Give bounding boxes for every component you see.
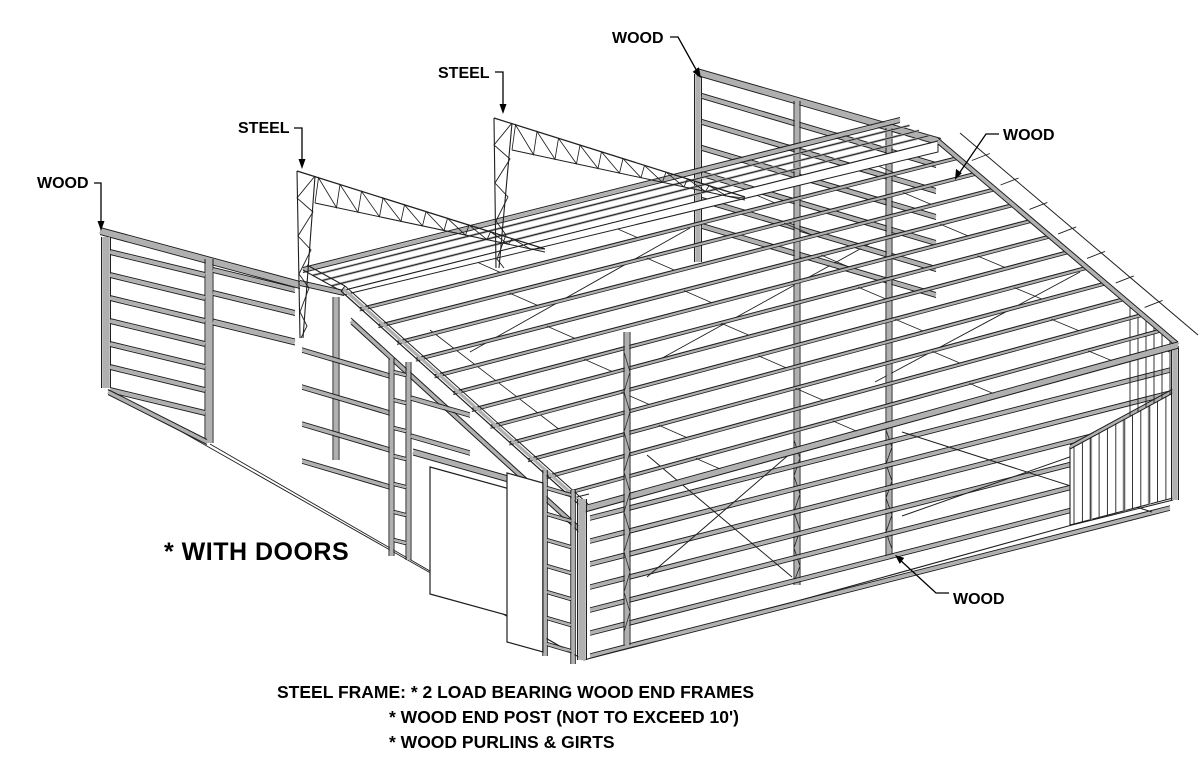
label-wood-girts: WOOD bbox=[953, 591, 1005, 608]
arrow-wood-left bbox=[97, 221, 105, 231]
leader-wood-left bbox=[94, 182, 102, 223]
roof-purlins bbox=[340, 140, 1179, 513]
label-steel-left: STEEL bbox=[238, 120, 290, 137]
left-end-wall bbox=[99, 227, 345, 445]
leader-steel-right bbox=[495, 71, 504, 106]
eave-fascia bbox=[583, 341, 1179, 513]
leader-wood-roof bbox=[957, 133, 999, 176]
roof-wind-braces bbox=[429, 227, 1081, 431]
arrow-steel-right bbox=[499, 104, 507, 114]
steel-truss-left bbox=[296, 170, 546, 339]
building-structure bbox=[99, 68, 1199, 664]
door-panels bbox=[429, 466, 544, 653]
label-with-doors: * WITH DOORS bbox=[164, 538, 349, 566]
leader-arrowheads bbox=[97, 67, 962, 564]
corner-framing bbox=[542, 470, 590, 664]
side-wall-girts bbox=[589, 367, 1171, 659]
spec-notes: STEEL FRAME: * 2 LOAD BEARING WOOD END F… bbox=[277, 682, 754, 752]
label-wood-roof: WOOD bbox=[1003, 127, 1055, 144]
front-gable-wall bbox=[301, 285, 589, 560]
leader-steel-left bbox=[294, 127, 303, 161]
label-wood-left: WOOD bbox=[37, 175, 89, 192]
label-steel-right: STEEL bbox=[438, 65, 490, 82]
right-end-wall bbox=[1069, 304, 1179, 526]
interior-columns bbox=[623, 332, 631, 645]
steel-truss-right bbox=[493, 117, 746, 269]
roof-ridge-and-far-slope bbox=[302, 117, 939, 296]
labels: WOOD STEEL STEEL WOOD WOOD WOOD * WITH D… bbox=[37, 30, 1055, 608]
arrow-wood-roof bbox=[955, 168, 962, 180]
arrow-wood-top bbox=[692, 67, 701, 78]
spec-note-line1: STEEL FRAME: * 2 LOAD BEARING WOOD END F… bbox=[277, 682, 754, 702]
label-wood-top: WOOD bbox=[612, 30, 664, 47]
leader-wood-top bbox=[670, 36, 699, 74]
leader-wood-girts bbox=[898, 558, 949, 594]
leader-lines bbox=[94, 36, 999, 594]
spec-note-line3: * WOOD PURLINS & GIRTS bbox=[389, 732, 615, 752]
arrow-wood-girts bbox=[895, 555, 905, 564]
roof-rake-overhang bbox=[936, 132, 1199, 349]
spec-note-line2: * WOOD END POST (NOT TO EXCEED 10') bbox=[389, 707, 739, 727]
arrow-steel-left bbox=[298, 159, 306, 169]
